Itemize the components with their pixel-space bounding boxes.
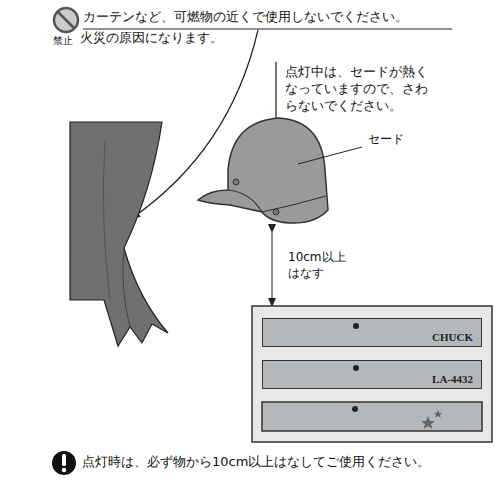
dimension-label: 10cm以上 はなす [288,250,346,281]
drawer-front: CHUCK [262,318,482,347]
leader-line [298,147,362,164]
drawer-label: CHUCK [432,331,473,343]
prohibition-icon [54,8,78,32]
drawer-knob [353,365,359,371]
curtain [70,122,168,346]
heat-warning: 点灯中は、セードが熱く なっていますので、さわ らないでください。 [285,64,436,115]
drawer-label: LA-4432 [432,373,473,385]
icon-caption: 禁止 [53,34,73,47]
drawer-chest [252,306,492,442]
part-name: セード [368,132,404,148]
cord [275,62,277,119]
drawer-knob [353,323,359,329]
helmet-shade [198,118,328,223]
warning-note: 火災の原因になります。 [80,30,223,47]
usage-note: 点灯時は、必ず物から10cm以上はなしてご使用ください。 [82,454,430,471]
dimension-arrow [272,232,273,306]
underline [83,29,452,30]
caution-icon [52,451,76,475]
drawer-front: LA-4432 [262,360,482,389]
warning-text: カーテンなど、可燃物の近くで使用しないでください。 [83,9,408,26]
